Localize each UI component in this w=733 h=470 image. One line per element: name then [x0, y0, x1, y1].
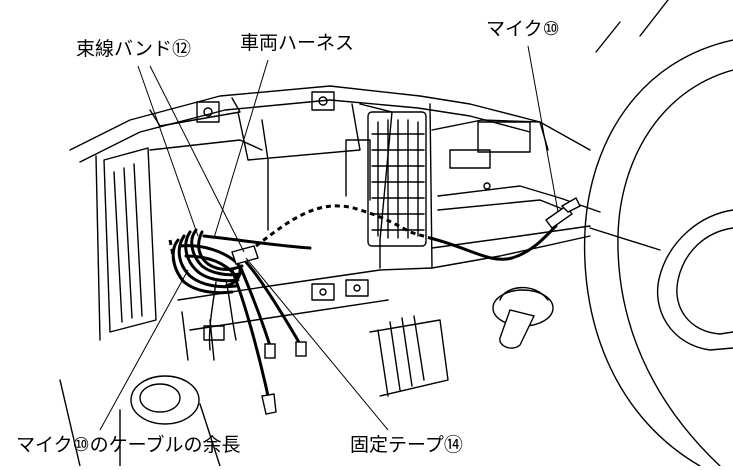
label-microphone: マイク⑩ — [486, 18, 560, 40]
leader-band-1 — [137, 65, 199, 237]
leader-band-2 — [149, 65, 245, 253]
column-lever — [492, 286, 554, 349]
leader-tape — [245, 257, 389, 431]
leader-mic — [527, 45, 559, 213]
leader-lines — [99, 45, 559, 431]
label-vehicle-harness: 車両ハーネス — [240, 32, 355, 54]
steering-wheel — [583, 0, 733, 467]
label-fixing-tape: 固定テープ⑭ — [350, 434, 463, 456]
leader-harness — [213, 59, 269, 239]
label-cable-tie-band: 束線バンド⑫ — [76, 38, 191, 60]
label-mic-cable-excess: マイク⑩のケーブルの余長 — [16, 434, 241, 456]
cable-bundle — [168, 197, 581, 415]
dashboard-body — [59, 85, 601, 467]
leader-excess — [99, 269, 189, 431]
